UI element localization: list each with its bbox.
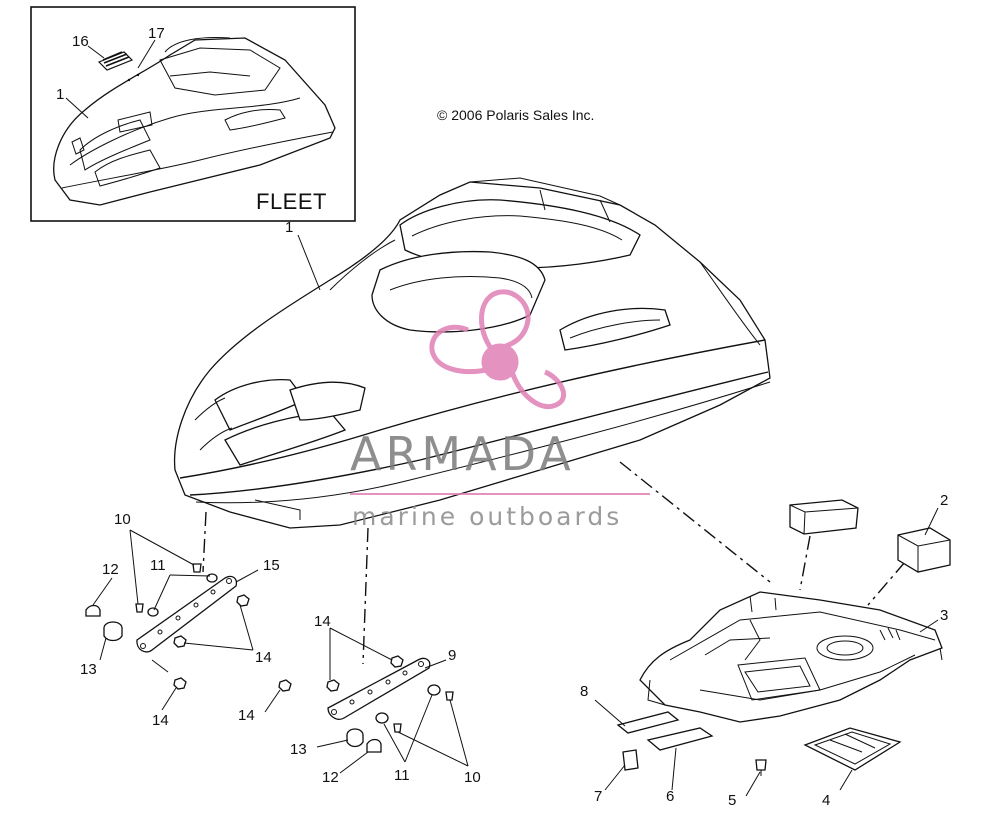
inset-callout-17: 17 [148,25,165,42]
inset-callout-16: 16 [72,33,89,50]
callout-14-left: 14 [255,649,272,666]
callout-2: 2 [940,492,948,509]
inset-dot [136,73,140,77]
callout-1: 1 [285,219,293,236]
inset-hood-drawing [53,37,336,206]
inset-title: FLEET [256,189,327,214]
centerline [867,561,906,606]
watermark-brand: ARMADA [350,427,575,481]
inset-dot [127,78,131,82]
callout-9: 9 [448,647,456,664]
armada-logo-icon [429,289,566,409]
watermark-tagline: marine outboards [352,502,622,531]
leader-inset-1 [65,97,89,119]
callout-7: 7 [594,788,602,805]
centerline [362,527,369,665]
foam-blocks [789,499,951,573]
leader [151,659,169,673]
callout-4: 4 [822,792,830,809]
hood-drawing [173,177,771,529]
callouts: 1 2 3 4 5 6 7 8 9 10 10 11 11 12 12 13 1… [80,219,948,809]
small-parts [616,711,767,776]
callout-14-bottom: 14 [152,712,169,729]
callout-13-left: 13 [80,661,97,678]
filter-screen-drawing [803,727,902,771]
leader-lines [92,234,939,797]
centerline [619,461,771,583]
leader-inset-17 [137,39,156,69]
fleet-inset: 16 17 1 FLEET [30,6,356,222]
callout-11-left: 11 [150,557,166,574]
callout-11-right: 11 [394,767,410,784]
leader-inset-16 [87,45,105,59]
callout-8: 8 [580,683,588,700]
decal-16-drawing [97,51,134,71]
callout-10-right: 10 [464,769,481,786]
callout-12-left: 12 [102,561,119,578]
callout-14-lower: 14 [238,707,255,724]
airbox-pan-drawing [639,591,943,723]
callout-5: 5 [728,792,736,809]
copyright-notice: © 2006 Polaris Sales Inc. [437,107,594,123]
callout-6: 6 [666,788,674,805]
armada-watermark: ARMADA marine outboards [350,289,650,531]
centerline [799,535,811,591]
inset-callout-1: 1 [56,86,64,103]
centerline [202,511,207,573]
callout-10-left: 10 [114,511,131,528]
callout-15: 15 [263,557,280,574]
callout-12-right: 12 [322,769,339,786]
callout-3: 3 [940,607,948,624]
left-bracket-assembly [85,563,250,690]
callout-14-middle: 14 [314,613,331,630]
callout-13-right: 13 [290,741,307,758]
middle-bracket-assembly [278,655,454,753]
